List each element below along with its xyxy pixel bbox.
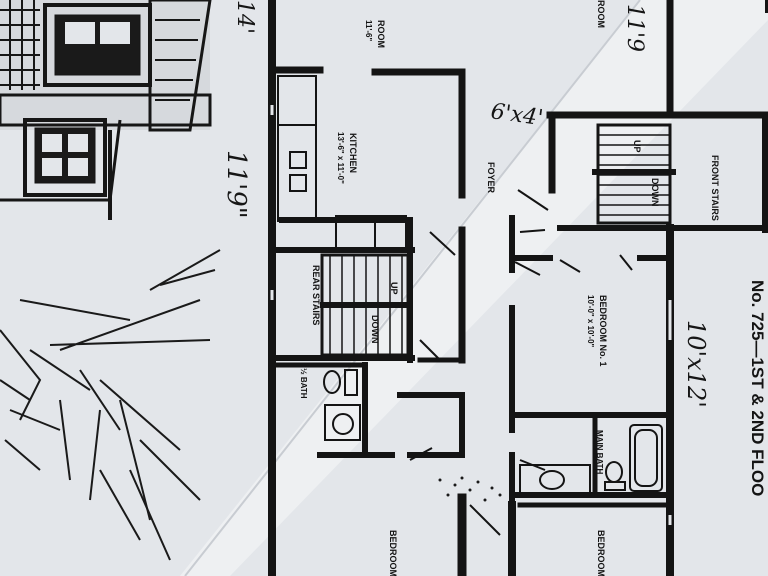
stair-up-label-rear: UP — [389, 282, 399, 295]
handwritten-dimension-1: 11'9" — [221, 150, 251, 219]
elevation-sketch — [0, 0, 212, 220]
rear-stairs-label: REAR STAIRS — [311, 265, 321, 325]
half-bath-fixtures — [323, 369, 361, 441]
front-stairs-label: FRONT STAIRS — [710, 155, 720, 221]
front-stairs — [592, 123, 676, 225]
bedroom1-label: BEDROOM No. 1 — [598, 295, 608, 367]
handwritten-dimension-3: 10'x12' — [682, 320, 710, 408]
bedroom-label-lower-left: BEDROOM — [388, 530, 398, 576]
walls — [268, 0, 768, 576]
foyer-label: FOYER — [486, 162, 496, 194]
kitchen-label: KITCHEN — [348, 133, 358, 173]
half-bath-label: ½ BATH — [299, 368, 308, 399]
window-marks — [270, 105, 672, 525]
bedroom-label-lower-right: BEDROOM — [596, 530, 606, 576]
main-bath-label: MAIN BATH — [595, 430, 604, 475]
landscape-sketch — [0, 249, 221, 561]
rear-stairs — [320, 253, 410, 357]
plan-title: No. 725—1ST & 2ND FLOO — [748, 280, 767, 496]
stair-down-label-rear: DOWN — [370, 315, 380, 344]
room-label-top-right: ROOM — [596, 0, 606, 28]
stipple — [438, 476, 502, 502]
handwritten-dimension-5: 11'9 — [622, 4, 647, 52]
kitchen-size: 13'-6" x 11'-0" — [336, 132, 345, 184]
main-bath-fixtures — [519, 424, 663, 494]
room-label-top-left: ROOM — [376, 20, 386, 48]
paper-fold — [180, 0, 768, 576]
door-swings — [409, 189, 633, 536]
stair-down-label-front: DOWN — [650, 178, 660, 207]
room-size-top-left: 11'-6" — [364, 20, 373, 41]
handwritten-dimension-4: 14' — [232, 0, 257, 34]
kitchen-fixtures — [277, 75, 407, 249]
bedroom1-size: 10'-0" x 10'-0" — [586, 295, 595, 348]
stair-up-label-front: UP — [632, 140, 642, 153]
handwritten-dimension-2: 6'x4' — [489, 99, 544, 131]
